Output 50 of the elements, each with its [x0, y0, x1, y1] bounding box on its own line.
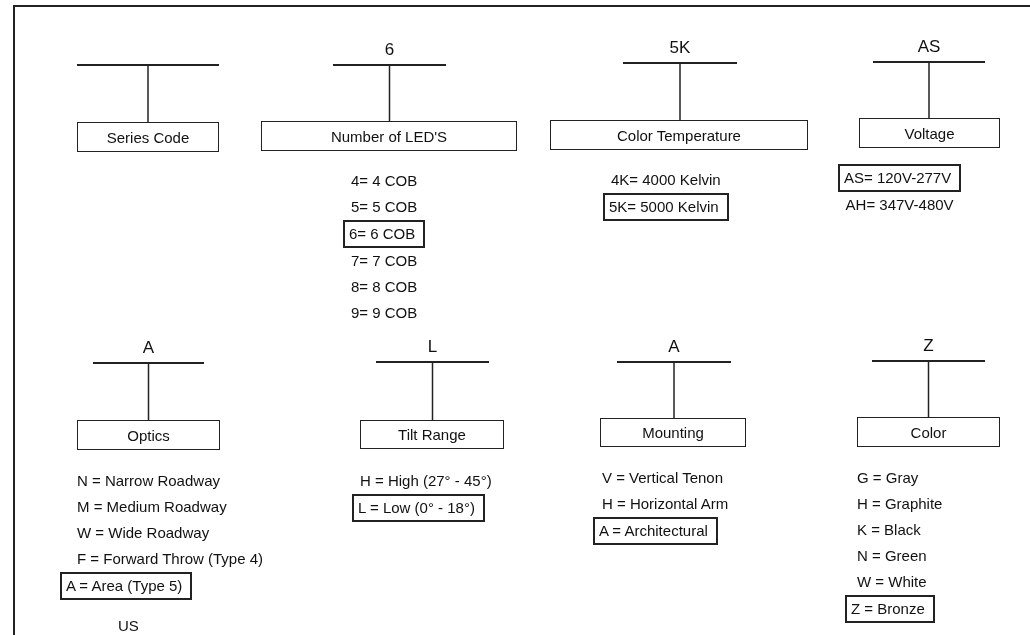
option-text: 4= 4 COB [351, 171, 418, 191]
option-text: G = Gray [857, 468, 919, 488]
code-value: A [93, 338, 204, 364]
selected-option-box: A = Architectural [593, 517, 718, 545]
option-text: 9= 9 COB [351, 303, 418, 323]
option-text: 5= 5 COB [351, 197, 418, 217]
selected-option-box: A = Area (Type 5) [60, 572, 193, 600]
option-text: K = Black [857, 520, 921, 540]
connector-line [673, 362, 675, 419]
option-text: V = Vertical Tenon [602, 468, 724, 488]
option-text: W = Wide Roadway [77, 523, 210, 543]
category-box: Color [857, 417, 1000, 447]
category-box: Mounting [600, 418, 746, 447]
connector-line [927, 361, 930, 418]
selected-option-box: L = Low (0° - 18°) [352, 494, 485, 522]
option-text: 8= 8 COB [351, 277, 418, 297]
category-box: Tilt Range [360, 420, 504, 449]
option-text: 4K= 4000 Kelvin [611, 170, 721, 190]
connector-line [388, 65, 391, 122]
option-text: AH= 347V-480V [845, 195, 954, 215]
connector-line [431, 362, 434, 421]
code-value: L [376, 337, 489, 363]
option-text: N = Green [857, 546, 927, 566]
option-text: M = Medium Roadway [77, 497, 227, 517]
code-value: 5K [623, 38, 737, 64]
category-box: Voltage [859, 118, 1000, 148]
selected-option-box: Z = Bronze [845, 595, 935, 623]
selected-option-box: 5K= 5000 Kelvin [603, 193, 729, 221]
selected-option-box: AS= 120V-277V [838, 164, 962, 192]
category-box: Optics [77, 420, 220, 450]
category-box: Series Code [77, 122, 219, 152]
connector-line [147, 363, 150, 421]
connector-line [679, 63, 681, 121]
selected-option-box: 6= 6 COB [343, 220, 426, 248]
code-value: 6 [333, 40, 446, 66]
code-value: Z [872, 336, 985, 362]
option-text: H = High (27° - 45°) [360, 471, 492, 491]
category-box: Number of LED'S [261, 121, 517, 151]
option-text: 7= 7 COB [351, 251, 418, 271]
option-text: H = Graphite [857, 494, 943, 514]
option-text: W = White [857, 572, 927, 592]
option-text: F = Forward Throw (Type 4) [77, 549, 264, 569]
connector-line [928, 62, 930, 119]
option-text: N = Narrow Roadway [77, 471, 220, 491]
code-value: A [617, 337, 731, 363]
partial-text: US [118, 617, 139, 634]
code-value: AS [873, 37, 985, 63]
connector-line [147, 65, 149, 123]
category-box: Color Temperature [550, 120, 808, 150]
option-text: H = Horizontal Arm [602, 494, 729, 514]
